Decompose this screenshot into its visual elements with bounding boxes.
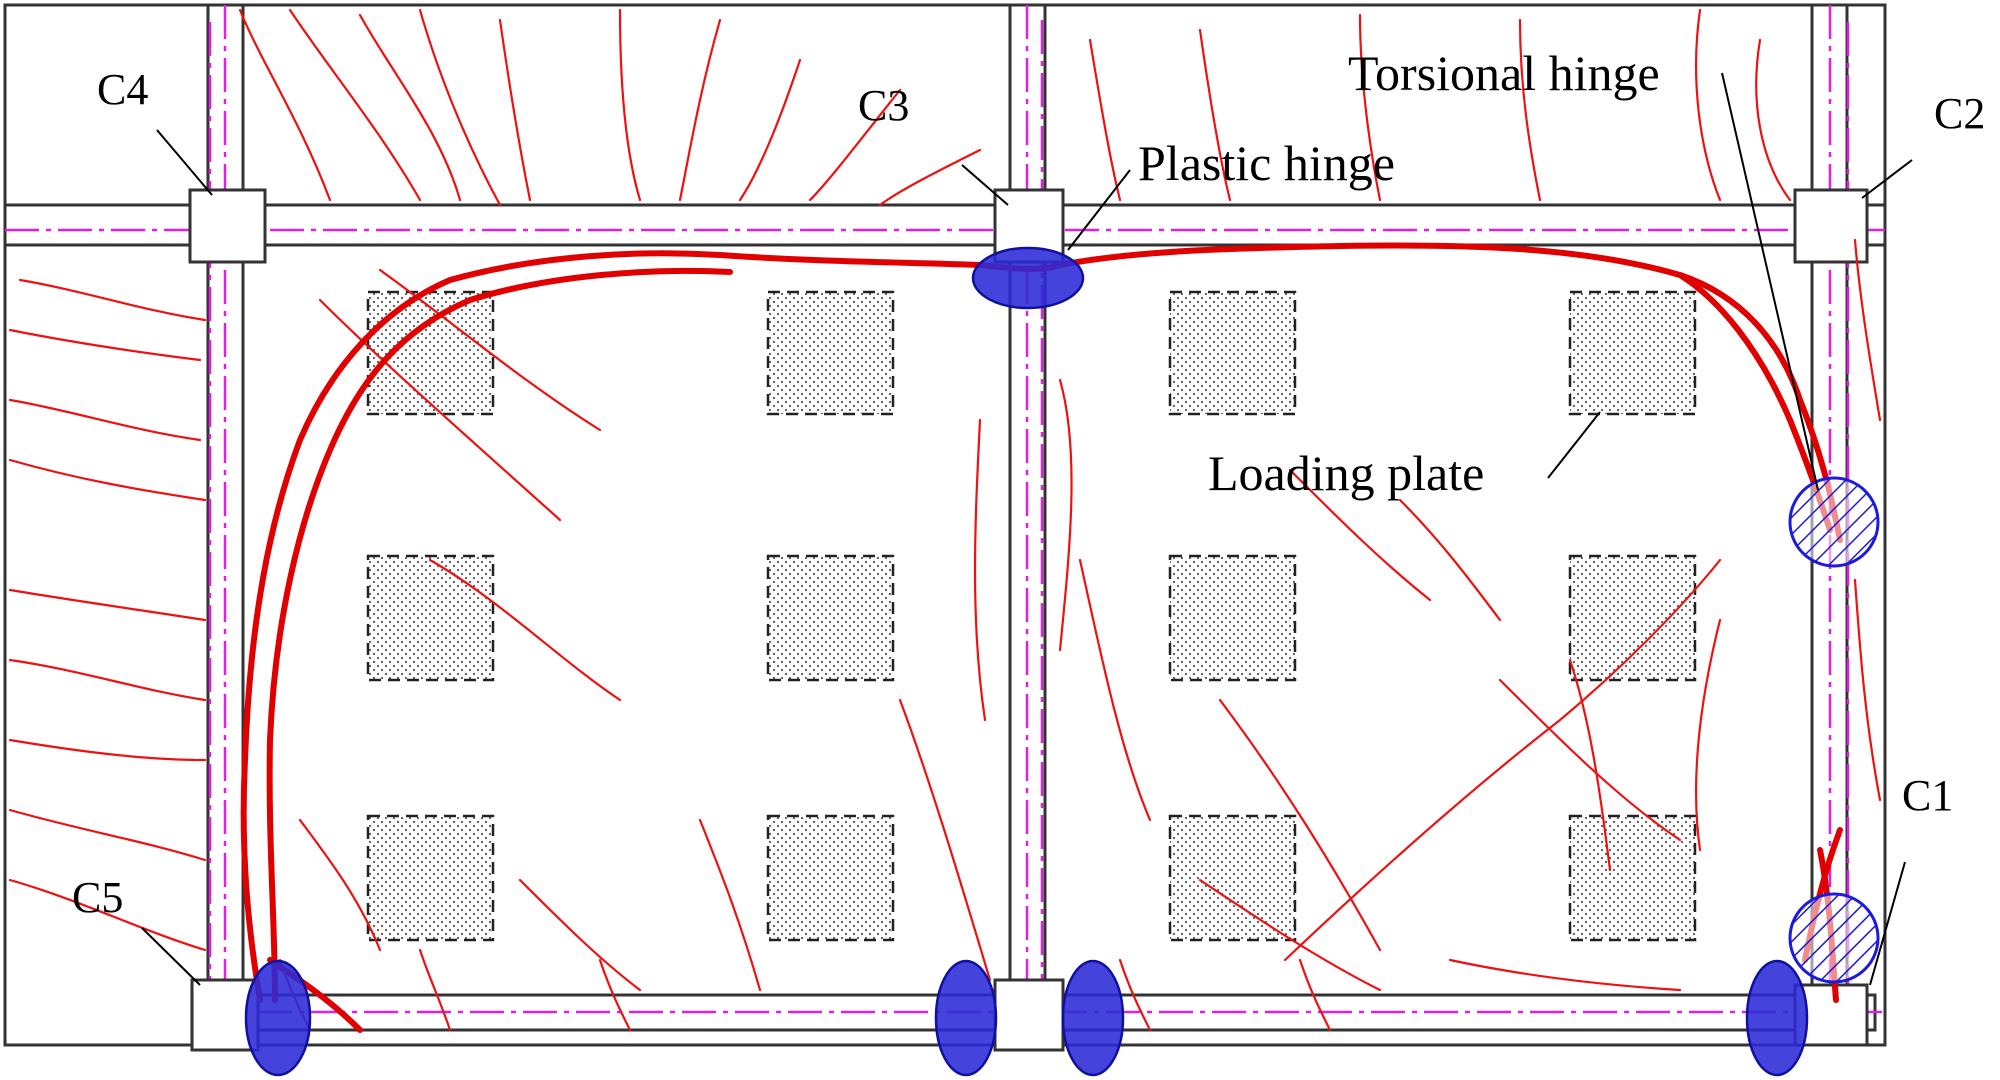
crack (1218, 698, 1382, 952)
leader-lines (141, 72, 1913, 986)
crack (878, 148, 982, 207)
crack (618, 8, 642, 202)
label-c4: C4 (97, 65, 148, 114)
crack (8, 878, 207, 952)
column-c3-bottom (993, 978, 1065, 1052)
leader-plastic-hinge (1067, 169, 1131, 251)
crack (1498, 678, 1682, 842)
crack (8, 588, 207, 622)
loading-plate (1568, 814, 1697, 942)
label-c3: C3 (858, 81, 909, 130)
crack (238, 8, 332, 202)
leader-c5 (141, 927, 201, 986)
crack (1118, 958, 1152, 1032)
crack (1853, 578, 1882, 802)
crack (8, 808, 207, 862)
loading-plate (1168, 290, 1297, 416)
crack (698, 818, 762, 992)
crack (1398, 498, 1502, 622)
crack (1198, 28, 1232, 202)
torsional-hinge (1788, 892, 1880, 984)
labels: C4 C3 C2 C5 C1 Torsional hinge Plastic h… (72, 45, 1985, 922)
loading-plate (1168, 554, 1297, 682)
crack (1518, 18, 1542, 202)
loading-plate (1168, 814, 1297, 942)
loading-plate (366, 290, 495, 416)
label-torsional-hinge: Torsional hinge (1348, 45, 1660, 101)
crack (973, 418, 987, 722)
leader-c4 (156, 129, 213, 196)
crack (898, 698, 992, 982)
crack (1058, 378, 1073, 652)
leader-c3 (961, 164, 1009, 206)
crack (8, 458, 207, 502)
crack (1088, 38, 1122, 202)
column-c4 (188, 188, 267, 264)
leader-c2 (1861, 159, 1913, 199)
loading-plates (366, 290, 1697, 942)
loading-plate (766, 554, 895, 682)
crack (598, 958, 632, 1032)
loading-plate (366, 814, 495, 942)
crack (678, 18, 722, 202)
loading-plate (766, 290, 895, 416)
yield-line-crack-secondary (266, 267, 733, 1003)
loading-plate (366, 554, 495, 682)
crack (498, 18, 532, 202)
crack (288, 8, 422, 202)
thin-cracks (8, 8, 1882, 1032)
crack (1755, 38, 1792, 202)
crack (428, 558, 622, 702)
crack (1358, 13, 1382, 202)
crack (1694, 8, 1722, 202)
torsional-hinge (1788, 476, 1880, 568)
crack (298, 818, 382, 952)
label-c5: C5 (72, 873, 123, 922)
crack (808, 88, 902, 202)
leader-loading-plate (1547, 411, 1601, 479)
crack (8, 398, 202, 442)
label-loading-plate: Loading plate (1208, 445, 1484, 501)
label-c2: C2 (1934, 89, 1985, 138)
crack (318, 298, 562, 522)
crack (8, 328, 202, 362)
crack (1568, 658, 1612, 872)
label-plastic-hinge: Plastic hinge (1138, 135, 1395, 191)
crack (1853, 238, 1882, 422)
plastic-hinge (1745, 959, 1809, 1077)
beam-top (3, 203, 1887, 247)
crack (1078, 558, 1152, 822)
leader-torsional-hinge (1721, 72, 1819, 491)
crack (378, 268, 602, 432)
crack (518, 878, 642, 992)
crack (1694, 618, 1722, 852)
crack (1298, 958, 1332, 1032)
crack (8, 738, 207, 762)
crack (1198, 878, 1382, 992)
label-c1: C1 (1902, 771, 1953, 820)
crack (18, 278, 207, 322)
crack (418, 8, 502, 207)
crack (8, 658, 207, 702)
loading-plate (1568, 290, 1697, 416)
plastic-hinge (971, 246, 1085, 310)
crack (418, 948, 452, 1032)
crack (358, 13, 462, 202)
plastic-hinge (1061, 959, 1125, 1077)
leader-c1 (1869, 861, 1906, 986)
crack (1283, 558, 1722, 962)
loading-plate (1568, 554, 1697, 682)
plastic-hinge (244, 959, 312, 1077)
plastic-hinge (934, 959, 998, 1077)
loading-plate (766, 814, 895, 942)
crack (1288, 468, 1432, 602)
crack (738, 58, 802, 202)
crack (1448, 958, 1682, 992)
hinges (244, 246, 1880, 1077)
